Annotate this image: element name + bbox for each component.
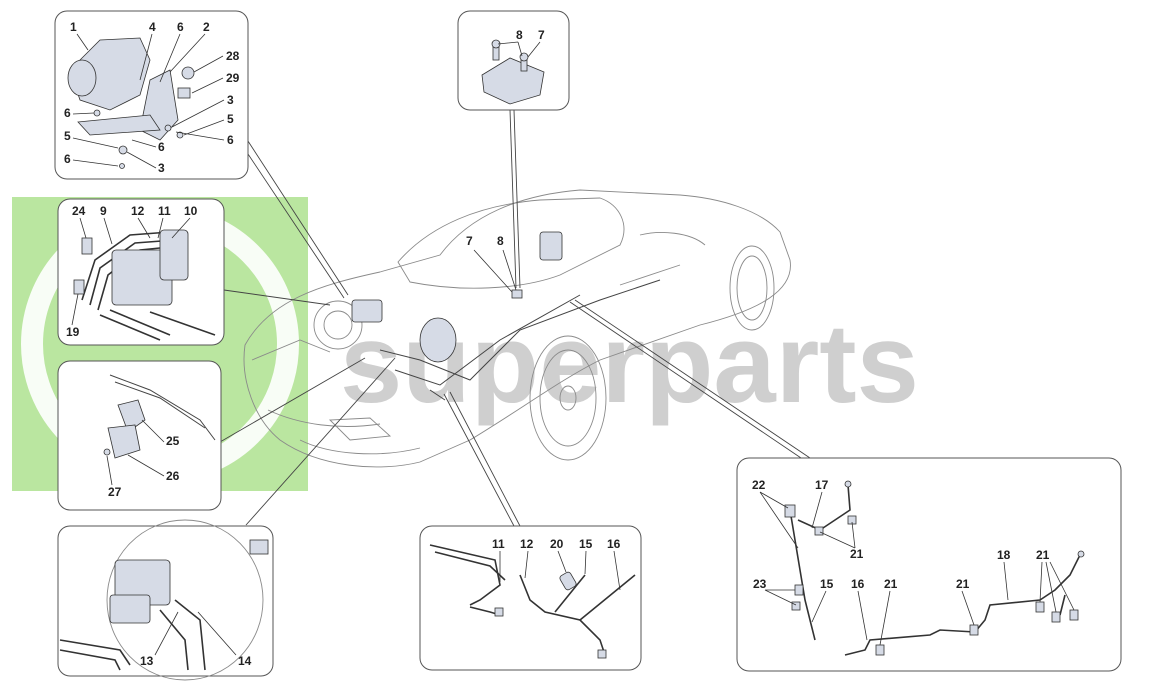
abs-label-5a: 5 — [227, 112, 234, 126]
panel-brake-lines-upper: 24 9 12 11 10 19 — [57, 198, 225, 346]
abs-label-6c: 6 — [227, 133, 234, 147]
abs-label-6b: 6 — [64, 106, 71, 120]
watermark-text: superparts — [340, 301, 919, 426]
axle-label-22: 22 — [752, 478, 766, 492]
bracket-label-26: 26 — [166, 469, 180, 483]
yaw-label-7: 7 — [538, 28, 545, 42]
axle-label-18: 18 — [997, 548, 1011, 562]
abs-label-4: 4 — [149, 20, 156, 34]
lines-label-12: 12 — [131, 204, 145, 218]
car-callout-8: 8 — [497, 234, 504, 248]
panel-bracket: 25 26 27 — [57, 360, 222, 511]
panel-yaw-sensor: 8 7 — [457, 10, 570, 111]
abs-label-6e: 6 — [64, 152, 71, 166]
panel-rear-axle-lines: 22 17 21 23 15 16 21 21 18 21 — [736, 457, 1122, 672]
lines-label-11: 11 — [158, 204, 171, 218]
master-label-13: 13 — [140, 654, 154, 668]
panel-rear-lines: 11 12 20 15 16 — [419, 525, 642, 671]
rear-label-15: 15 — [579, 537, 593, 551]
lines-label-24: 24 — [72, 204, 86, 218]
rear-label-12: 12 — [520, 537, 534, 551]
axle-label-15: 15 — [820, 577, 834, 591]
abs-label-6d: 6 — [158, 140, 165, 154]
axle-label-21d: 21 — [1036, 548, 1050, 562]
abs-label-5b: 5 — [64, 129, 71, 143]
panel-connectors — [219, 109, 811, 527]
panel-abs-unit: 1 4 6 2 28 29 6 3 5 6 5 6 6 3 — [54, 10, 249, 180]
axle-label-16: 16 — [851, 577, 865, 591]
car-outline: 7 8 — [243, 189, 791, 468]
axle-label-17: 17 — [815, 478, 829, 492]
axle-label-21c: 21 — [956, 577, 970, 591]
bracket-label-25: 25 — [166, 434, 180, 448]
rear-label-16: 16 — [607, 537, 621, 551]
panel-master-cylinder: 13 14 — [57, 519, 274, 681]
rear-label-20: 20 — [550, 537, 564, 551]
abs-label-28: 28 — [226, 49, 240, 63]
car-callout-7: 7 — [466, 234, 473, 248]
yaw-label-8: 8 — [516, 28, 523, 42]
abs-label-29: 29 — [226, 71, 240, 85]
lines-label-19: 19 — [66, 325, 80, 339]
bracket-label-27: 27 — [108, 485, 122, 499]
axle-label-23: 23 — [753, 577, 767, 591]
rear-label-11: 11 — [492, 537, 505, 551]
abs-label-3a: 3 — [227, 93, 234, 107]
abs-label-1: 1 — [70, 20, 77, 34]
axle-label-21a: 21 — [850, 547, 864, 561]
lines-label-10: 10 — [184, 204, 198, 218]
abs-label-6a: 6 — [177, 20, 184, 34]
abs-label-2: 2 — [203, 20, 210, 34]
master-label-14: 14 — [238, 654, 252, 668]
axle-label-21b: 21 — [884, 577, 898, 591]
abs-label-3b: 3 — [158, 161, 165, 175]
lines-label-9: 9 — [100, 204, 107, 218]
